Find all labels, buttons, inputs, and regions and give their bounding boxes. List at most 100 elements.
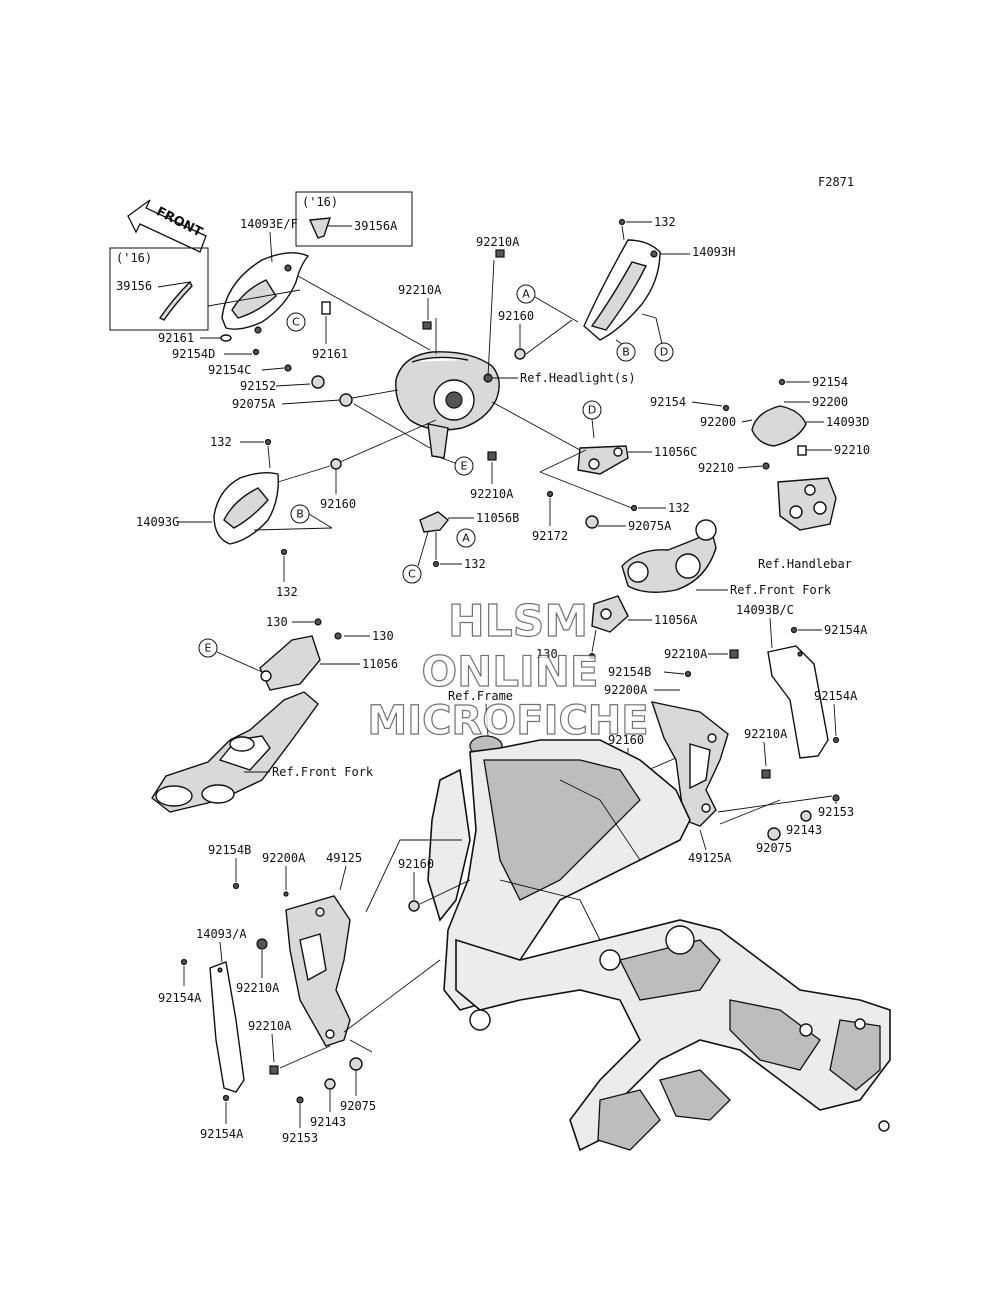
svg-text:E: E bbox=[205, 642, 212, 655]
part-92210A-2[interactable]: 92210A bbox=[476, 235, 520, 249]
year-note-box-left: ('16) 39156 bbox=[109, 247, 209, 331]
callout-A-2: A bbox=[456, 528, 476, 548]
part-92200A-1[interactable]: 92200A bbox=[604, 683, 648, 697]
part-92154-1[interactable]: 92154 bbox=[812, 375, 848, 389]
part-92154A-4[interactable]: 92154A bbox=[200, 1127, 244, 1141]
cover-14093D bbox=[751, 405, 807, 447]
watermark-line1: HLSM bbox=[448, 596, 588, 647]
part-92075A-2[interactable]: 92075A bbox=[628, 519, 672, 533]
part-92200-1[interactable]: 92200 bbox=[812, 395, 848, 409]
part-92075-2[interactable]: 92075 bbox=[340, 1099, 376, 1113]
part-14093H[interactable]: 14093H bbox=[692, 245, 735, 259]
part-92210A-4[interactable]: 92210A bbox=[664, 647, 708, 661]
bracket-11056C bbox=[577, 445, 629, 475]
side-cover-49125 bbox=[285, 895, 351, 1047]
part-92075-1[interactable]: 92075 bbox=[756, 841, 792, 855]
part-92154A-3[interactable]: 92154A bbox=[158, 991, 202, 1005]
part-11056C[interactable]: 11056C bbox=[654, 445, 697, 459]
callout-B-1: B bbox=[616, 342, 636, 362]
lower-triple-clamp bbox=[151, 691, 319, 813]
svg-text:E: E bbox=[461, 460, 468, 473]
part-49125[interactable]: 49125 bbox=[326, 851, 362, 865]
part-14093BC[interactable]: 14093B/C bbox=[736, 603, 794, 617]
part-92200-2[interactable]: 92200 bbox=[700, 415, 736, 429]
svg-text:C: C bbox=[292, 316, 300, 329]
ref-headlight: Ref.Headlight(s) bbox=[520, 371, 636, 385]
part-14093A[interactable]: 14093/A bbox=[196, 927, 247, 941]
callout-B-2: B bbox=[290, 504, 310, 524]
part-92172[interactable]: 92172 bbox=[532, 529, 568, 543]
part-92143-1[interactable]: 92143 bbox=[786, 823, 822, 837]
callout-D-1: D bbox=[654, 342, 674, 362]
part-130-2[interactable]: 130 bbox=[372, 629, 394, 643]
part-92154C[interactable]: 92154C bbox=[208, 363, 251, 377]
side-cover-49125A bbox=[650, 701, 729, 827]
part-92210A-5[interactable]: 92210A bbox=[744, 727, 788, 741]
part-14093EF[interactable]: 14093E/F bbox=[240, 217, 298, 231]
callout-C-1: C bbox=[286, 312, 306, 332]
part-132-3[interactable]: 132 bbox=[210, 435, 232, 449]
part-92143-2[interactable]: 92143 bbox=[310, 1115, 346, 1129]
callout-E-1: E bbox=[454, 456, 474, 476]
part-92210-2[interactable]: 92210 bbox=[698, 461, 734, 475]
part-92160-4[interactable]: 92160 bbox=[398, 857, 434, 871]
year-note-left: ('16) bbox=[116, 251, 152, 265]
part-92160-3[interactable]: 92160 bbox=[608, 733, 644, 747]
part-92154B-1[interactable]: 92154B bbox=[608, 665, 651, 679]
part-39156A[interactable]: 39156A bbox=[354, 219, 398, 233]
part-11056B[interactable]: 11056B bbox=[476, 511, 519, 525]
cover-14093A bbox=[209, 961, 245, 1093]
part-39156[interactable]: 39156 bbox=[116, 279, 152, 293]
svg-text:D: D bbox=[660, 346, 668, 359]
callout-D-2: D bbox=[582, 400, 602, 420]
part-49125A[interactable]: 49125A bbox=[688, 851, 732, 865]
ref-front-fork-2: Ref.Front Fork bbox=[272, 765, 374, 779]
year-note-box-top: ('16) 39156A bbox=[295, 191, 413, 247]
svg-text:B: B bbox=[622, 346, 630, 359]
part-92075A-1[interactable]: 92075A bbox=[232, 397, 276, 411]
watermark-line3: MICROFICHE bbox=[367, 698, 648, 744]
part-92154A-2[interactable]: 92154A bbox=[814, 689, 858, 703]
part-132-4[interactable]: 132 bbox=[276, 585, 298, 599]
svg-text:A: A bbox=[462, 532, 470, 545]
part-92154D[interactable]: 92154D bbox=[172, 347, 215, 361]
part-11056[interactable]: 11056 bbox=[362, 657, 398, 671]
part-92154A-1[interactable]: 92154A bbox=[824, 623, 868, 637]
part-92210A-6[interactable]: 92210A bbox=[236, 981, 280, 995]
svg-text:A: A bbox=[522, 288, 530, 301]
part-92153-2[interactable]: 92153 bbox=[282, 1131, 318, 1145]
part-130-1[interactable]: 130 bbox=[266, 615, 288, 629]
part-132-5[interactable]: 132 bbox=[464, 557, 486, 571]
cover-14093H bbox=[583, 239, 661, 341]
upper-triple-clamp bbox=[621, 519, 717, 593]
part-130-3[interactable]: 130 bbox=[536, 647, 558, 661]
watermark: HLSM ONLINE MICROFICHE bbox=[367, 595, 649, 744]
part-92161-a[interactable]: 92161 bbox=[158, 331, 194, 345]
part-92161-b[interactable]: 92161 bbox=[312, 347, 348, 361]
part-92210A-1[interactable]: 92210A bbox=[398, 283, 442, 297]
part-132-2[interactable]: 132 bbox=[668, 501, 690, 515]
ref-front-fork-1: Ref.Front Fork bbox=[730, 583, 832, 597]
svg-text:C: C bbox=[408, 568, 416, 581]
part-11056A[interactable]: 11056A bbox=[654, 613, 698, 627]
svg-text:B: B bbox=[296, 508, 304, 521]
part-92160-2[interactable]: 92160 bbox=[320, 497, 356, 511]
part-92200A-2[interactable]: 92200A bbox=[262, 851, 306, 865]
part-92153-1[interactable]: 92153 bbox=[818, 805, 854, 819]
part-14093D[interactable]: 14093D bbox=[826, 415, 869, 429]
headlight-assembly bbox=[395, 351, 500, 459]
part-92210A-3[interactable]: 92210A bbox=[470, 487, 514, 501]
part-92152[interactable]: 92152 bbox=[240, 379, 276, 393]
part-132-1[interactable]: 132 bbox=[654, 215, 676, 229]
part-92210A-7[interactable]: 92210A bbox=[248, 1019, 292, 1033]
part-92210-1[interactable]: 92210 bbox=[834, 443, 870, 457]
part-92154-2[interactable]: 92154 bbox=[650, 395, 686, 409]
frame bbox=[427, 735, 891, 1152]
part-92154B-2[interactable]: 92154B bbox=[208, 843, 251, 857]
bracket-11056 bbox=[259, 635, 321, 691]
part-92160-1[interactable]: 92160 bbox=[498, 309, 534, 323]
watermark-line2: ONLINE bbox=[421, 647, 598, 696]
year-note-top: ('16) bbox=[302, 195, 338, 209]
part-14093G[interactable]: 14093G bbox=[136, 515, 179, 529]
